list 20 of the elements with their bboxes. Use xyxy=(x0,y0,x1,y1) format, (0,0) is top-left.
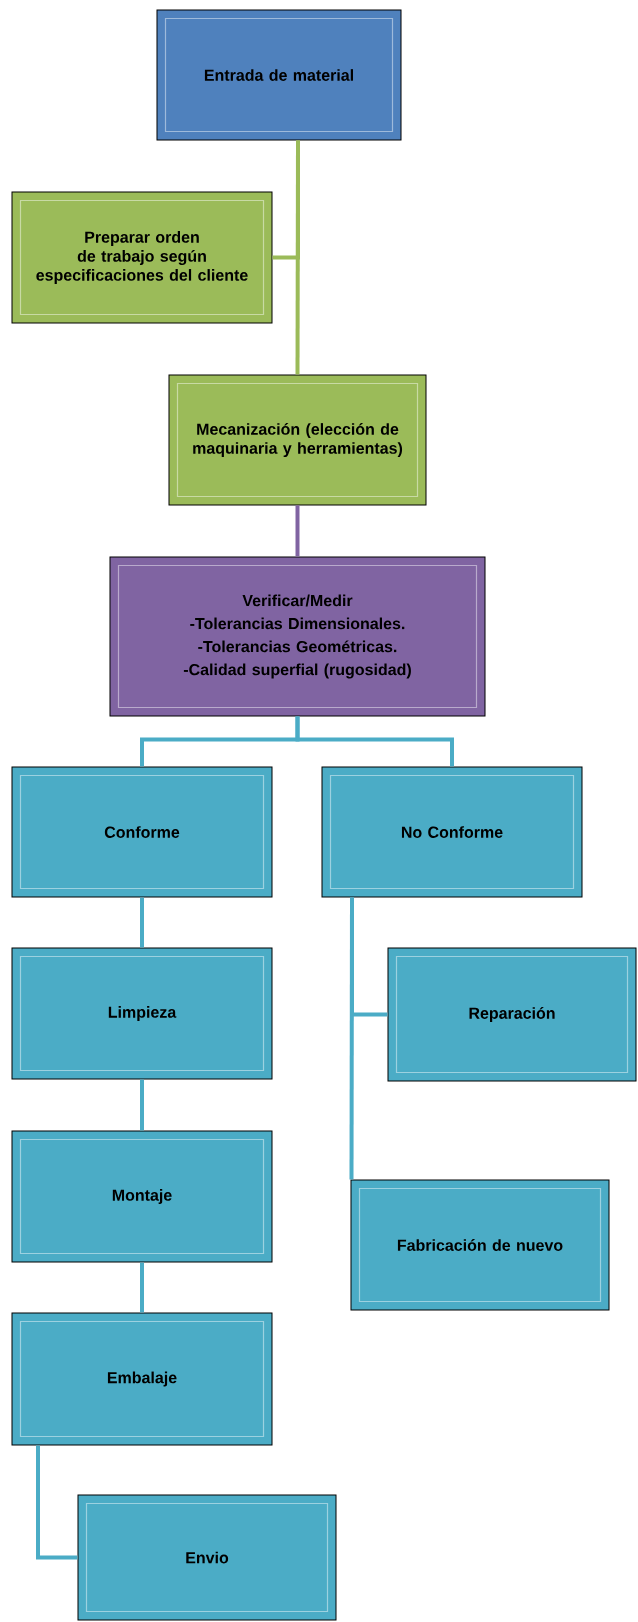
connector-line xyxy=(295,505,300,557)
process-box: Verificar/Medir -Tolerancias Dimensionales. -Tolerancias Geométricas. -Calidad superfial (rugosidad) xyxy=(109,556,486,717)
process-box: Mecanización (elección de maquinaria y herramientas) xyxy=(168,374,427,506)
process-box: Fabricación de nuevo xyxy=(350,1179,610,1311)
process-box: Montaje xyxy=(11,1130,273,1263)
connector-line xyxy=(295,140,300,375)
process-box: Entrada de material xyxy=(156,9,402,141)
connector-line xyxy=(36,1445,78,1560)
connector-line xyxy=(140,1262,144,1313)
connector-line xyxy=(140,897,144,948)
connector-line xyxy=(295,716,454,767)
process-box: Preparar orden de trabajo según especificaciones del cliente xyxy=(11,191,273,324)
process-box: Envio xyxy=(77,1494,337,1621)
connector-line xyxy=(140,1079,144,1131)
connector-line xyxy=(349,897,354,1180)
process-box: Conforme xyxy=(11,766,273,898)
process-box: No Conforme xyxy=(321,766,583,898)
process-box: Limpieza xyxy=(11,947,273,1080)
process-box: Reparación xyxy=(387,947,637,1082)
process-box: Embalaje xyxy=(11,1312,273,1446)
